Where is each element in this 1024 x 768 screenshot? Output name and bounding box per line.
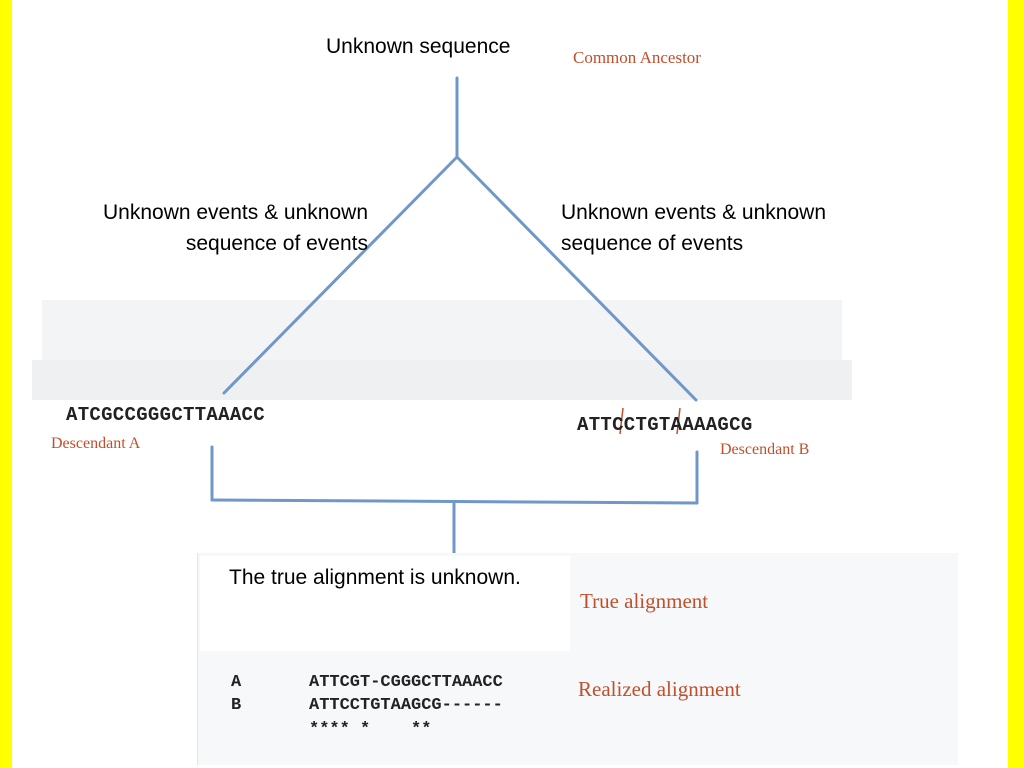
indel-mark: [619, 407, 624, 435]
descendant-a-sequence: ATCGCCGGGCTTAAACC: [66, 404, 265, 426]
alignment-match-line: **** * **: [309, 720, 432, 739]
alignment-statement: The true alignment is unknown.: [229, 566, 521, 589]
common-ancestor-caption: Common Ancestor: [573, 48, 701, 67]
left-branch-text: Unknown events & unknown sequence of eve…: [103, 201, 368, 255]
alignment-row-sequence: ATTCGT-CGGGCTTAAACC: [309, 673, 503, 692]
indel-marks: [619, 407, 681, 435]
tree-lines: [210, 76, 699, 555]
realized-alignment-label: Realized alignment: [578, 677, 741, 701]
true-alignment-label: True alignment: [580, 589, 709, 613]
alignment-row-name: B: [231, 696, 242, 715]
descendant-b-caption: Descendant B: [720, 441, 810, 458]
indel-mark: [676, 407, 681, 435]
join-line: [210, 498, 699, 505]
alignment-note-box: [200, 556, 570, 651]
descendant-a-caption: Descendant A: [51, 435, 141, 452]
right-branch-text: Unknown events & unknown sequence of eve…: [561, 201, 826, 255]
alignment-row-name: A: [231, 673, 242, 692]
root-label: Unknown sequence: [322, 35, 515, 59]
left-branch-line: [222, 155, 459, 395]
scan-background: [32, 360, 852, 400]
alignment-row-sequence: ATTCCTGTAAGCG------: [309, 696, 503, 715]
right-branch-line: [455, 155, 698, 402]
scan-background: [42, 300, 842, 360]
descendant-b-sequence: ATTCCTGTAAAAGCG: [577, 414, 753, 436]
